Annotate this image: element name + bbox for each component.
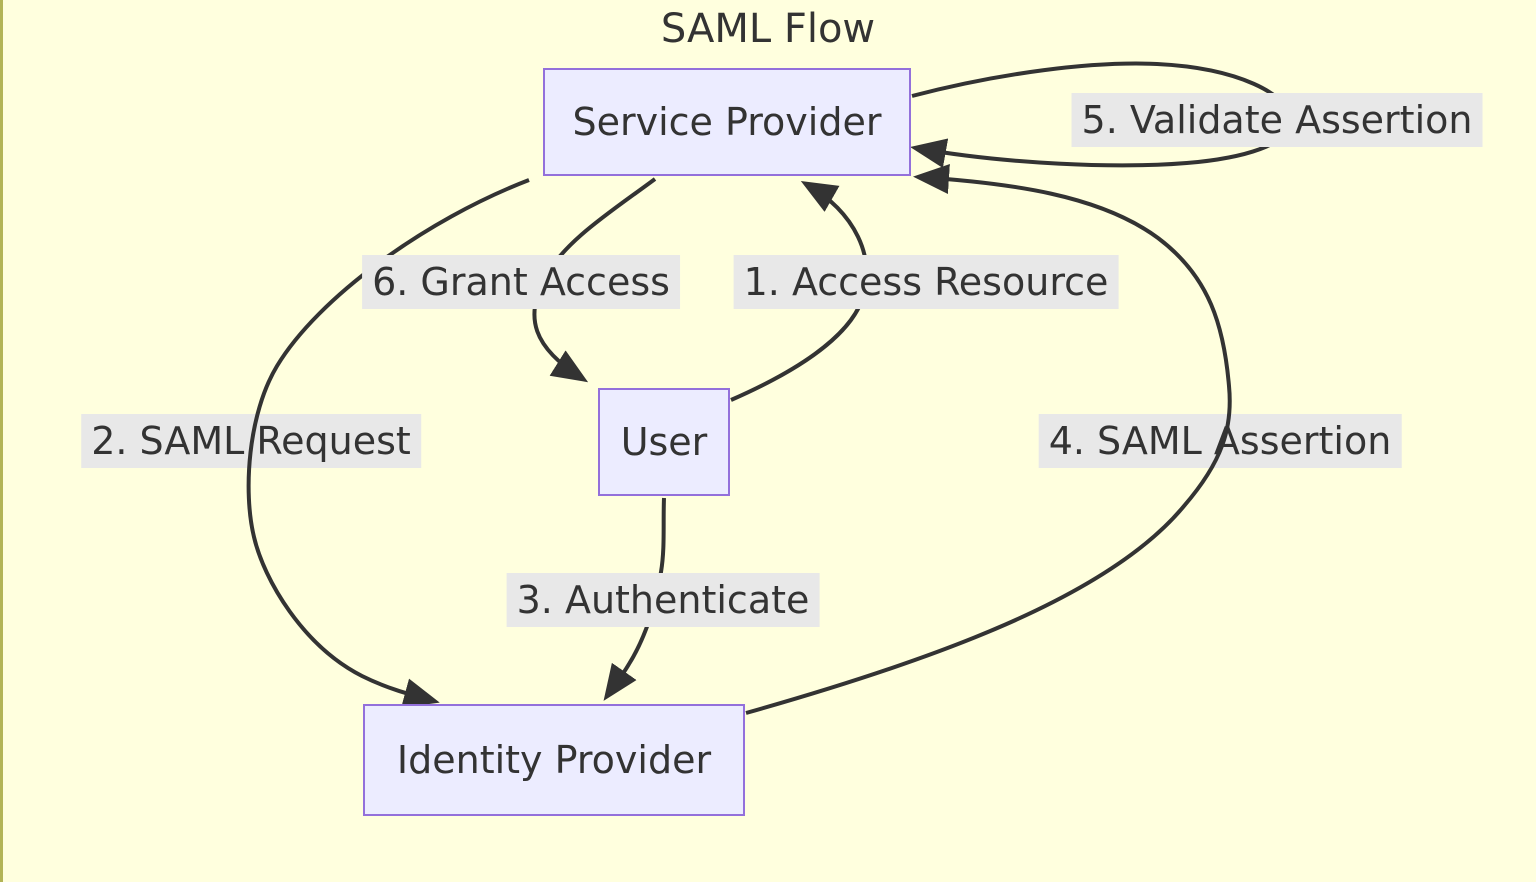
edge-label-5: 5. Validate Assertion [1071, 93, 1483, 147]
edge-label-1: 1. Access Resource [733, 255, 1119, 309]
edge-label-4-bg: 4. SAML Assertion [1038, 414, 1402, 468]
node-service-provider: Service Provider [543, 68, 911, 176]
edge-label-2: 2. SAML Request [91, 419, 411, 463]
edge-4-saml-assertion [745, 164, 1232, 715]
node-service-provider-label: Service Provider [572, 100, 882, 144]
node-user: User [598, 388, 730, 496]
node-identity-provider-label: Identity Provider [396, 738, 712, 782]
node-identity-provider: Identity Provider [363, 704, 745, 816]
edge-label-4: 4. SAML Assertion [1048, 419, 1392, 463]
edge-label-6: 6. Grant Access [362, 255, 680, 309]
node-user-label: User [620, 420, 708, 464]
edge-label-3: 3. Authenticate [506, 573, 820, 627]
window-left-edge [0, 0, 3, 882]
diagram-title: SAML Flow [660, 6, 876, 52]
